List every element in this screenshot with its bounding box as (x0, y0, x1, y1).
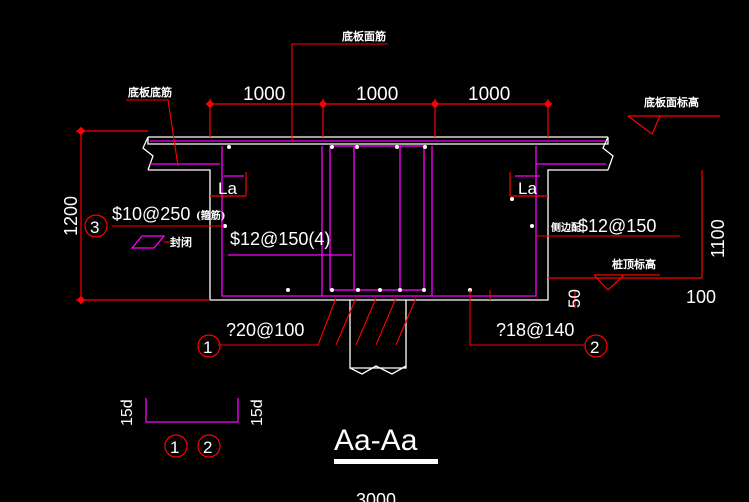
marker-2: 2 (590, 338, 599, 357)
label-bend-right: 15d (249, 399, 266, 426)
label-side-spec: $12@150 (578, 216, 656, 236)
label-bend-left: 15d (119, 399, 136, 426)
label-inner-spec: $12@150(4) (230, 229, 330, 249)
concrete-outline (142, 136, 614, 375)
dim-span1: 1000 (243, 84, 285, 105)
label-bottom-top-rebar: 底板面筋 (342, 29, 386, 43)
dim-height-left: 1200 (61, 196, 81, 236)
label-sealing: 封闭 (170, 235, 192, 249)
dim-offset-bottom: 50 (565, 289, 584, 308)
label-side-prefix: 侧边配 (551, 221, 581, 234)
section-title: Aa-Aa (334, 424, 418, 457)
marker-3: 3 (90, 218, 99, 237)
leader-lines (112, 43, 680, 346)
marker-circles (84, 214, 608, 458)
dim-offset-right: 100 (686, 287, 716, 307)
dim-height-right: 1100 (708, 219, 728, 258)
dim-span2: 1000 (356, 84, 398, 105)
label-hoop-spec: $10@250 (112, 204, 190, 224)
legend-marker-1: 1 (170, 438, 179, 457)
label-bottom-bottom-rebar: 底板底筋 (128, 85, 172, 99)
label-pile-top-elevation: 桩顶标高 (612, 257, 656, 271)
marker-1: 1 (203, 338, 212, 357)
dimension-ticks (76, 99, 553, 305)
title-underline (334, 459, 438, 464)
label-stirrup-note: (箍筋) (196, 209, 225, 222)
rebar-group (130, 140, 606, 423)
label-bar1-spec: ?20@100 (226, 320, 304, 340)
legend-marker-2: 2 (203, 438, 212, 457)
label-la-right: La (518, 179, 537, 198)
label-bar2-spec: ?18@140 (496, 320, 574, 340)
dim-span3: 1000 (468, 84, 510, 105)
label-la-left: La (218, 179, 237, 198)
rebar-dots (223, 145, 534, 292)
label-slab-top-elevation: 底板面标高 (644, 95, 699, 109)
dim-total-width: 3000 (356, 490, 396, 502)
